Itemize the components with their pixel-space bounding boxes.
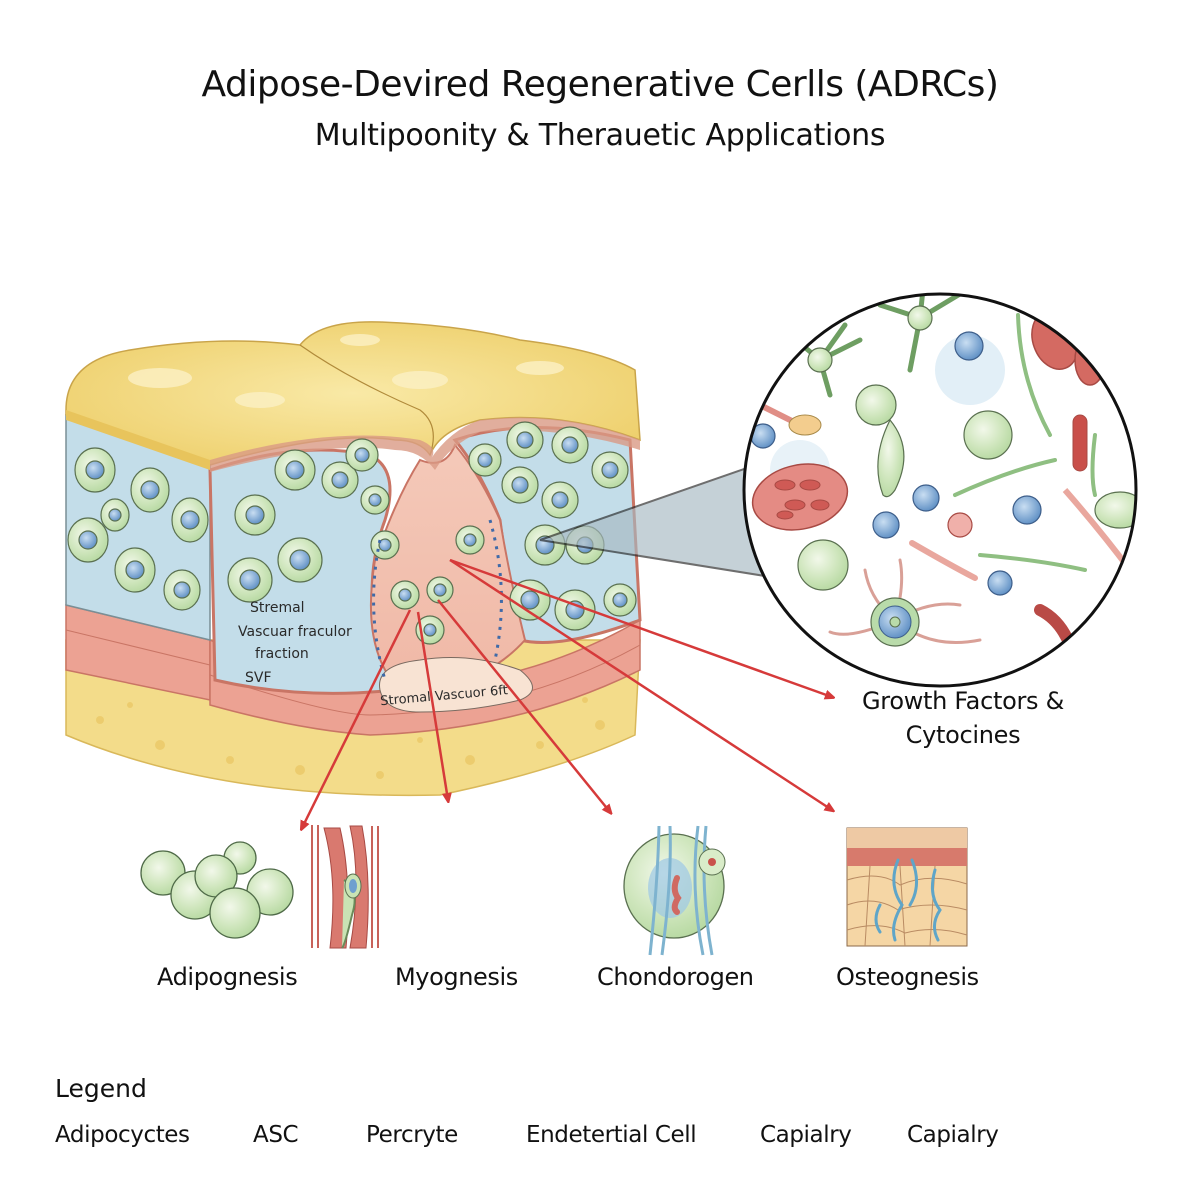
arrow-to-growth-factors: [449, 558, 832, 697]
arrow-to-chondrogenesis: [437, 599, 610, 812]
legend-item-asc: ASC: [253, 1122, 299, 1148]
adipocyte-cells-left-lobule: [227, 438, 390, 603]
legend-title: Legend: [55, 1074, 147, 1103]
page-subtitle: Multipoonity & Therauetic Applications: [314, 118, 886, 153]
bone-tissue-icon: [846, 827, 968, 947]
legend-item-capillary-2: Capialry: [907, 1122, 999, 1148]
growth-factors-label: Growth Factors & Cytocines: [838, 684, 1088, 752]
svf-label-line-1: Stremal: [250, 600, 305, 616]
svf-label-line-3: fraction: [255, 646, 309, 662]
page-title: Adipose-Devired Regenerative Cerlls (ADR…: [201, 64, 999, 105]
svf-label-line-2: Vascuar fraculor: [238, 624, 352, 640]
growth-factors-line-2: Cytocines: [905, 721, 1021, 749]
arrow-to-adipogenesis: [302, 609, 412, 828]
legend-item-adipocytes: Adipocyctes: [55, 1122, 190, 1148]
arrow-to-osteogenesis: [449, 558, 832, 810]
lineage-label-adipogenesis: Adipognesis: [157, 963, 298, 991]
arrow-to-myogenesis: [416, 611, 448, 800]
legend-item-endothelial-cell: Endetertial Cell: [526, 1122, 697, 1148]
lineage-label-myogenesis: Myognesis: [395, 963, 518, 991]
differentiation-arrows: [302, 558, 832, 828]
legend-item-capillary-1: Capialry: [760, 1122, 852, 1148]
svf-abbrev-label: SVF: [245, 670, 272, 686]
lineage-label-osteogenesis: Osteognesis: [836, 963, 979, 991]
magnified-view: [742, 292, 1138, 688]
adipocyte-cells-left: [67, 447, 209, 611]
muscle-fiber-icon: [311, 825, 379, 949]
growth-factors-line-1: Growth Factors &: [861, 687, 1064, 715]
stromal-cells: [370, 525, 485, 645]
legend-item-pericyte: Percryte: [366, 1122, 458, 1148]
adipocyte-cluster-icon: [140, 841, 294, 939]
lineage-label-chondrogenesis: Chondorogen: [597, 963, 754, 991]
chondrocyte-icon: [623, 825, 726, 956]
